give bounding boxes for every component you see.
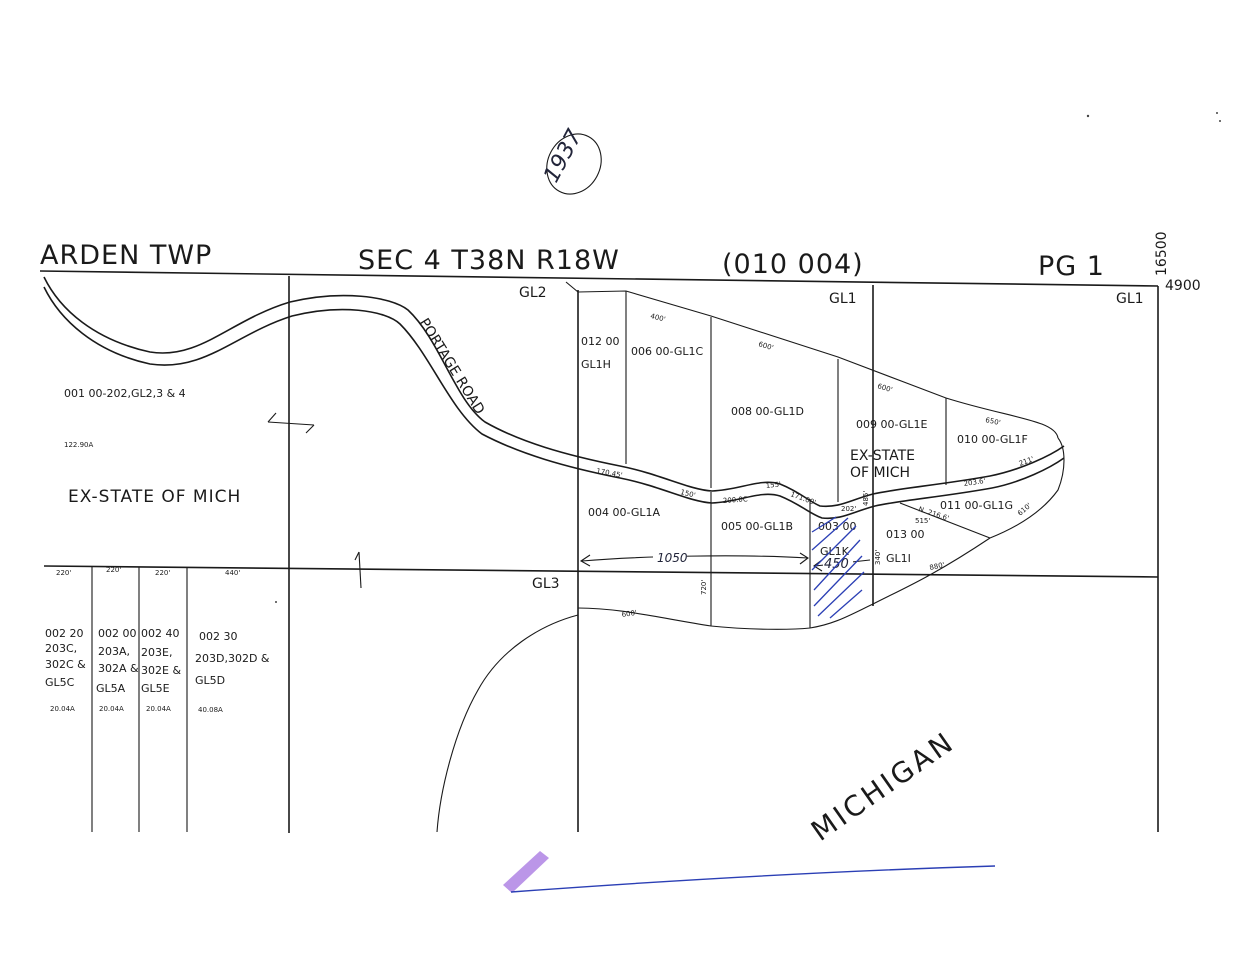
speck [1219,120,1221,122]
section-mark [267,412,315,434]
lake-shoreline [436,614,579,833]
parcel-005-id: 005 00-GL1B [721,520,793,533]
parcel-009-id: 009 00-GL1E [856,418,928,431]
parcel-009-note-1: EX-STATE [850,448,915,464]
parcel-006-id: 006 00-GL1C [631,345,704,358]
dimension-label: 515' [915,517,930,525]
parcel-width: 220' [155,569,170,577]
svg-text:002 00: 002 00 [98,627,137,640]
svg-text:203A,: 203A, [98,645,130,658]
parcel-width: 220' [56,569,71,577]
corner-label-gl1: GL1 [829,291,857,307]
north-section-line [39,270,1159,287]
portage-road-north-edge [43,276,1065,508]
corner-label-gl1-east: GL1 [1116,291,1144,307]
section-title: SEC 4 T38N R18W [358,245,620,276]
parcel-012-gl: GL1H [581,358,611,371]
svg-text:GL5D: GL5D [195,674,225,687]
dimension-arrow-450: 450 [813,556,871,572]
svg-text:1050: 1050 [657,551,688,565]
parcel-002-40: 002 40 203E, 302E & GL5E 20.04A [141,627,181,713]
dimension-arrow-1050: 1050 [579,550,809,567]
svg-text:450: 450 [824,557,849,572]
svg-text:203C,: 203C, [45,642,77,655]
svg-text:302A &: 302A & [98,662,139,675]
quarter-line [43,565,1159,578]
speck [1086,114,1090,118]
parcel-004-id: 004 00-GL1A [588,506,661,519]
svg-text:302E &: 302E & [141,664,181,677]
dimension-label: 200.0C [723,495,749,505]
coordinate-vertical: 16500 [1154,231,1170,276]
parcel-011-id: 011 00-GL1G [940,499,1013,512]
dimension-label: 155' [765,480,781,490]
dimension-label: 720' [700,580,708,595]
parcel-012-id: 012 00 [581,335,620,348]
highlighter-mark [503,851,549,893]
svg-text:20.04A: 20.04A [146,705,171,713]
section-mark [354,551,362,589]
parcel-002-30: 002 30 203D,302D & GL5D 40.08A [195,630,270,714]
dimension-label: 202' [841,505,856,513]
dimension-label: 485' [862,491,870,506]
svg-text:GL5A: GL5A [96,682,126,695]
south-boundary [577,537,991,630]
parcel-009-note-2: OF MICH [850,465,910,481]
speck [275,601,277,603]
dimension-label: 400' [650,312,667,323]
parcel-003-id: 003 00 [818,520,857,533]
corner-label-gl2: GL2 [519,285,547,301]
svg-text:20.04A: 20.04A [99,705,124,713]
dimension-label: 610' [1016,502,1033,518]
parcel-hatching [811,516,865,619]
handwritten-file-number: 1937 [539,126,602,195]
dimension-label: 880' [929,561,946,572]
dimension-label: 171.00' [789,490,817,507]
parcel-013-id: 013 00 [886,528,925,541]
parcel-001-id: 001 00-202,GL2,3 & 4 [64,387,186,400]
svg-text:203D,302D &: 203D,302D & [195,652,270,665]
svg-text:203E,: 203E, [141,646,172,659]
dimension-label: 170.45' [596,467,623,479]
svg-text:002 30: 002 30 [199,630,238,643]
lake-label: MICHIGAN [805,725,961,848]
parcel-010-id: 010 00-GL1F [957,433,1028,446]
dimension-label: 203.6' [963,477,986,488]
coordinate-horizontal: 4900 [1165,278,1201,294]
svg-text:40.08A: 40.08A [198,706,223,714]
parcel-013-gl: GL1I [886,552,911,565]
svg-text:002 20: 002 20 [45,627,84,640]
township-title: ARDEN TWP [40,240,212,271]
svg-text:1937: 1937 [539,126,587,187]
parcel-width: 440' [225,569,240,577]
point-boundary [989,437,1065,539]
dimension-label: 650' [985,416,1002,427]
parcel-001-area: 122.90A [64,441,93,449]
dimension-label: 600' [621,609,637,619]
page-number: PG 1 [1038,251,1105,282]
pen-line [510,865,996,893]
parcel-002-20: 002 20 203C, 302C & GL5C 20.04A [45,627,86,713]
parcel-002-00: 002 00 203A, 302A & GL5A 20.04A [96,627,139,713]
dimension-label: 600' [757,340,774,352]
svg-text:20.04A: 20.04A [50,705,75,713]
parcel-001-note: EX-STATE OF MICH [68,487,241,507]
svg-text:GL5E: GL5E [141,682,170,695]
parcel-width: 220' [106,566,121,574]
svg-text:GL5C: GL5C [45,676,75,689]
road-label: PORTAGE ROAD [416,316,488,418]
svg-text:002 40: 002 40 [141,627,180,640]
parcel-line [899,502,991,539]
portage-road-south-edge [43,286,1065,520]
parcel-code: (010 004) [722,249,864,280]
north-boundary [565,281,1059,439]
parcel-008-id: 008 00-GL1D [731,405,804,418]
dimension-label: 600' [876,382,893,394]
dimension-label: 340' [874,550,882,565]
speck [1216,112,1218,114]
svg-text:302C &: 302C & [45,658,86,671]
corner-label-gl3: GL3 [532,576,560,592]
dimension-label: 150' [680,488,697,499]
